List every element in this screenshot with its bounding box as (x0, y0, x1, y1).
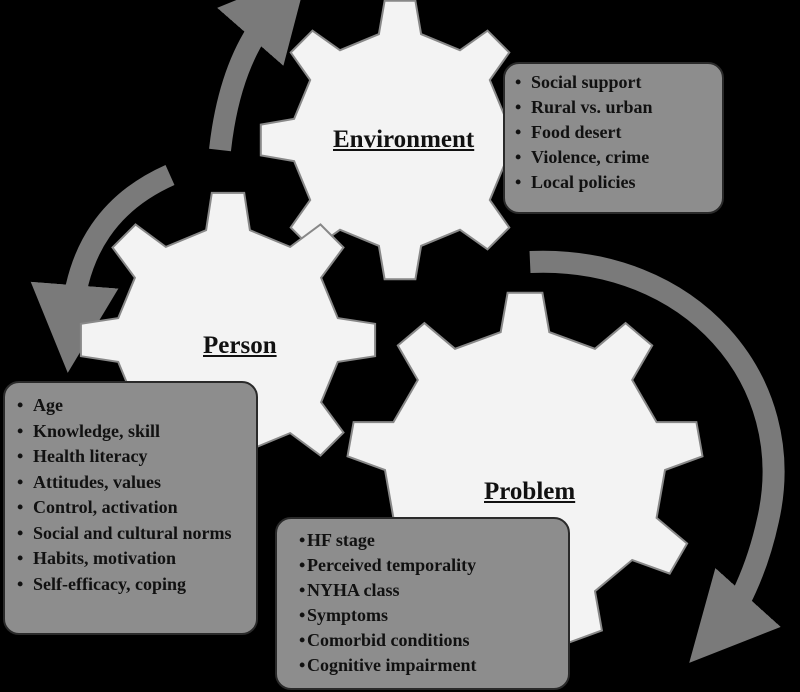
person-factors-list: AgeKnowledge, skillHealth literacyAttitu… (13, 393, 252, 597)
environment-gear (259, 0, 541, 281)
list-item: Health literacy (13, 444, 252, 470)
list-item: Control, activation (13, 495, 252, 521)
list-item: Social support (511, 70, 716, 95)
list-item: NYHA class (299, 578, 562, 603)
list-item: HF stage (299, 528, 562, 553)
list-item: Attitudes, values (13, 470, 252, 496)
environment-factors-list: Social supportRural vs. urbanFood desert… (511, 70, 716, 195)
list-item: Perceived temporality (299, 553, 562, 578)
list-item: Rural vs. urban (511, 95, 716, 120)
list-item: Violence, crime (511, 145, 716, 170)
list-item: Comorbid conditions (299, 628, 562, 653)
arrow-environment-to-person (30, 164, 175, 373)
list-item: Self-efficacy, coping (13, 572, 252, 598)
list-item: Age (13, 393, 252, 419)
list-item: Food desert (511, 120, 716, 145)
problem-factors-list: HF stagePerceived temporalityNYHA classS… (299, 528, 562, 678)
list-item: Knowledge, skill (13, 419, 252, 445)
list-item: Cognitive impairment (299, 653, 562, 678)
list-item: Habits, motivation (13, 546, 252, 572)
environment-gear-label: Environment (333, 126, 475, 153)
arrow-person-to-environment (209, 0, 309, 152)
person-gear-label: Person (203, 332, 277, 359)
environment-factors-box: Social supportRural vs. urbanFood desert… (503, 62, 724, 214)
arrow-problem-around (529, 250, 785, 663)
problem-gear-label: Problem (484, 478, 576, 505)
list-item: Symptoms (299, 603, 562, 628)
list-item: Local policies (511, 170, 716, 195)
person-factors-box: AgeKnowledge, skillHealth literacyAttitu… (3, 381, 258, 635)
problem-factors-box: HF stagePerceived temporalityNYHA classS… (275, 517, 570, 690)
list-item: Social and cultural norms (13, 521, 252, 547)
